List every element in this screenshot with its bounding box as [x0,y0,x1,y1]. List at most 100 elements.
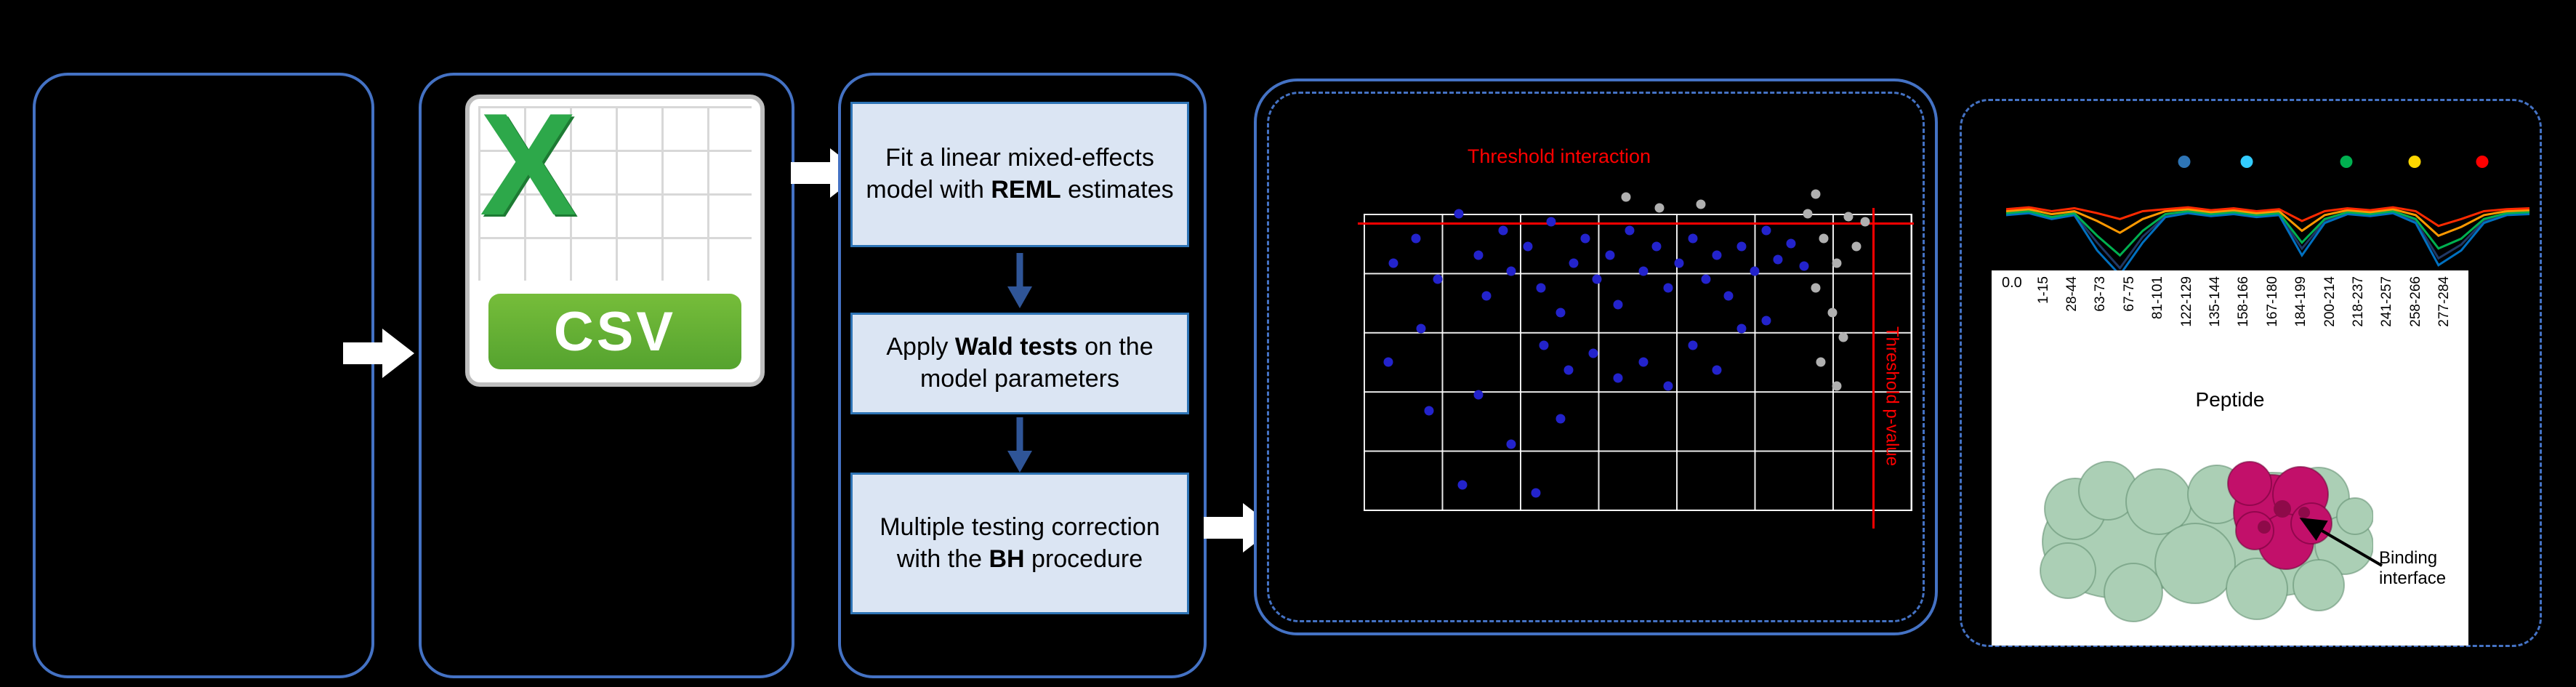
peptide-tick: 81-101 [2144,276,2173,385]
profile-line-state-navy [2006,212,2529,268]
excel-x-logo: X [480,84,577,246]
blue-data-point [1416,324,1426,334]
legend-dot [2240,156,2253,168]
peptide-tick: 184-199 [2287,276,2316,385]
blue-data-point [1712,250,1722,260]
blue-data-point [1736,241,1747,252]
grey-data-point [1860,217,1870,227]
blue-data-point [1723,291,1734,301]
profile-line-state-green [2006,212,2529,256]
step-3-text-post: procedure [1024,545,1143,573]
legend-dot [2476,156,2489,168]
down-arrow-2-icon [1007,417,1032,473]
step-2-text: Apply [886,333,955,361]
threshold-pvalue-label: Threshold p-value [1882,326,1902,466]
peptide-axis-label: Peptide [2195,388,2265,411]
csv-banner-label: CSV [553,300,677,363]
blue-data-point [1712,365,1722,375]
blue-data-point [1799,261,1809,271]
peptide-tick: 200-214 [2316,276,2344,385]
grey-data-point [1843,212,1853,222]
blue-data-point [1605,250,1615,260]
binding-interface-label: Binding interface [2379,548,2447,588]
peptide-tick-label: 158-166 [2236,276,2252,327]
y-axis-tick: 0.0 [2002,275,2022,291]
blue-data-point [1498,225,1508,236]
blue-data-point [1625,225,1635,236]
blue-data-point [1473,390,1484,400]
timepoint-legend-dots [2006,156,2529,169]
peptide-tick-label: 81-101 [2150,276,2166,320]
blue-data-point [1638,266,1649,276]
blue-data-point [1663,283,1673,293]
volcano-plot-area: Threshold p-value [1358,189,1914,529]
blue-data-point [1481,291,1492,301]
blue-data-point [1555,414,1566,424]
grey-data-point [1832,381,1842,391]
peptide-tick: 1-15 [2029,276,2058,385]
uptake-profile-chart [2006,182,2529,280]
grey-data-point [1832,258,1842,268]
results-dashed-frame [1267,92,1925,622]
blue-data-point [1688,340,1698,350]
legend-dot [2408,156,2421,168]
blue-data-point [1613,373,1623,383]
step-3-text: Multiple testing correction with the [880,513,1160,573]
blue-data-point [1663,381,1673,391]
blue-data-point [1773,254,1783,265]
blue-data-point [1546,217,1556,227]
step-1-text-post: estimates [1060,176,1174,204]
threshold-interaction-label: Threshold interaction [1467,145,1651,167]
blue-data-point [1388,258,1398,268]
peptide-tick-label: 241-257 [2379,276,2395,327]
blue-data-point [1592,274,1602,284]
grey-data-point [1838,332,1848,342]
step-3-bold: BH [989,545,1025,573]
blue-data-point [1531,488,1541,498]
grey-data-point [1696,199,1706,209]
peptide-tick-label: 258-266 [2407,276,2423,327]
blue-data-point [1761,316,1771,326]
peptide-tick-label: 63-73 [2093,276,2109,312]
peptide-tick-label: 28-44 [2064,276,2080,312]
csv-file-icon: X CSV [465,84,765,387]
grey-data-point [1811,283,1821,293]
peptide-tick: 277-284 [2430,276,2458,385]
blue-data-point [1411,233,1421,244]
legend-dot [2340,156,2353,168]
peptide-tick-label: 277-284 [2436,276,2452,327]
binding-interface-arrow-icon [2299,517,2383,567]
step-wald-tests: Apply Wald tests on the model parameters [850,313,1189,414]
profile-line-state-red [2006,207,2529,226]
grey-data-point [1851,241,1861,252]
grey-data-point [1654,203,1665,213]
blue-data-point [1536,283,1546,293]
blue-data-point [1383,357,1393,366]
step-1-bold: REML [991,176,1061,204]
legend-dot [2178,156,2191,168]
grey-data-point [1803,209,1813,219]
peptide-tick-label: 184-199 [2293,276,2309,327]
blue-data-point [1651,241,1662,252]
blue-data-point [1761,225,1771,236]
blue-data-point [1523,241,1533,252]
step-1-text: Fit a linear mixed-effects model with [866,144,1154,204]
grey-data-point [1811,189,1821,199]
blue-data-point [1457,480,1468,490]
peptide-tick-label: 218-237 [2350,276,2366,327]
grey-data-point [1621,192,1631,202]
blue-data-point [1424,406,1434,416]
blue-data-point [1433,274,1443,284]
blue-data-point [1750,266,1760,276]
blue-data-point [1588,348,1598,358]
blue-data-point [1506,266,1516,276]
blue-data-point [1701,274,1711,284]
peptide-tick: 28-44 [2058,276,2086,385]
spreadsheet-grid [478,106,752,281]
peptide-tick: 122-129 [2173,276,2201,385]
blue-data-point [1736,324,1747,334]
grey-data-point [1819,233,1829,244]
blue-data-point [1569,258,1579,268]
